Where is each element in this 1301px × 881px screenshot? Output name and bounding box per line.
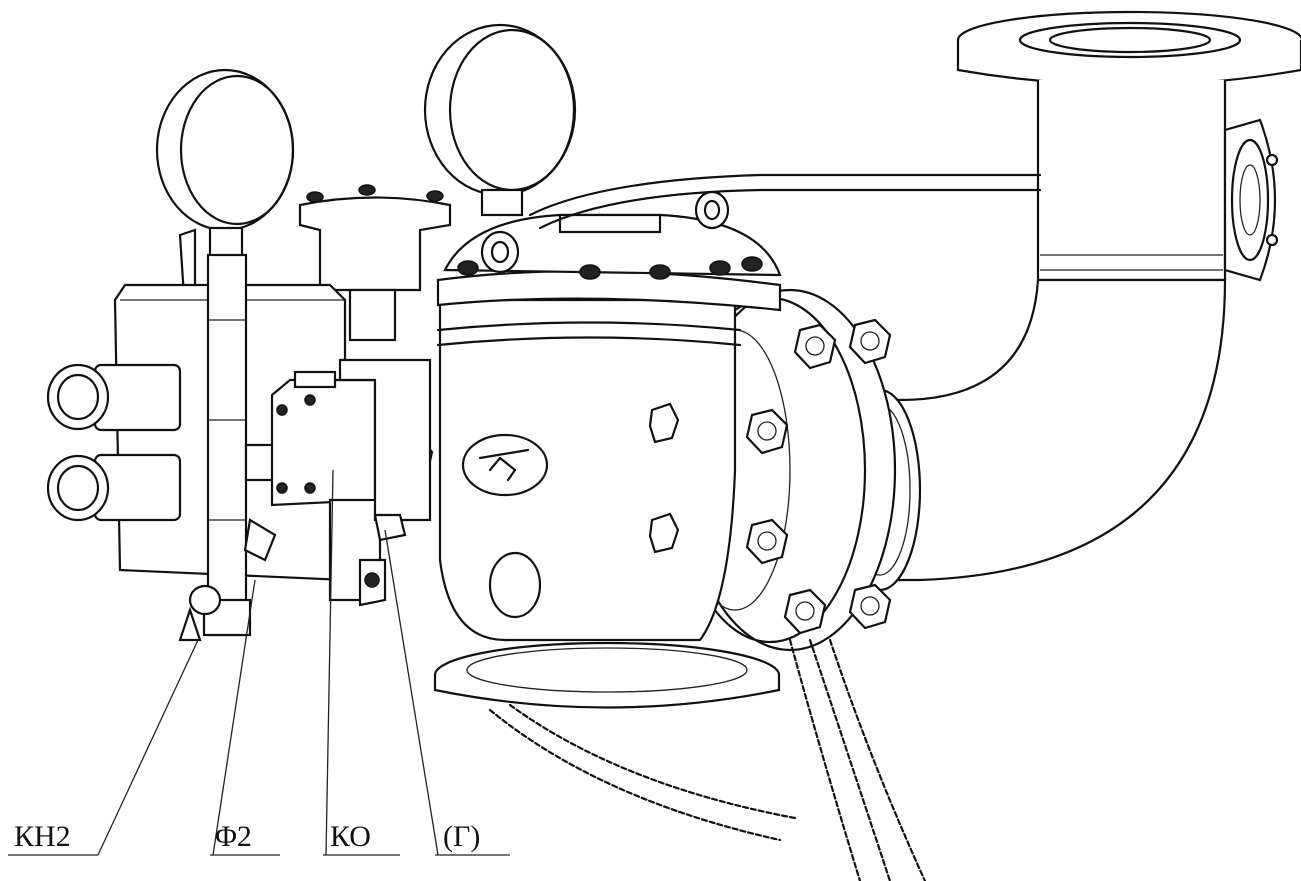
filter-cap <box>298 184 452 342</box>
callout-f2: Φ2 <box>215 820 252 853</box>
callout-kn2: КН2 <box>14 820 71 853</box>
impulse-tube <box>528 173 1042 217</box>
callout-leaders <box>8 469 510 856</box>
cover-block <box>270 358 432 602</box>
valve-body <box>396 190 782 709</box>
outlet-elbow <box>838 10 1301 592</box>
callout-g: (Г) <box>443 820 481 853</box>
callout-ko: КО <box>330 820 371 853</box>
fitting-g <box>358 513 407 607</box>
hoses <box>488 638 927 881</box>
vertical-pipe-with-taps <box>178 253 277 642</box>
flange-bolt-nuts <box>745 318 892 635</box>
cover-bolts <box>457 256 763 280</box>
pressure-gauge-right <box>423 23 577 217</box>
cable-glands <box>46 363 182 522</box>
